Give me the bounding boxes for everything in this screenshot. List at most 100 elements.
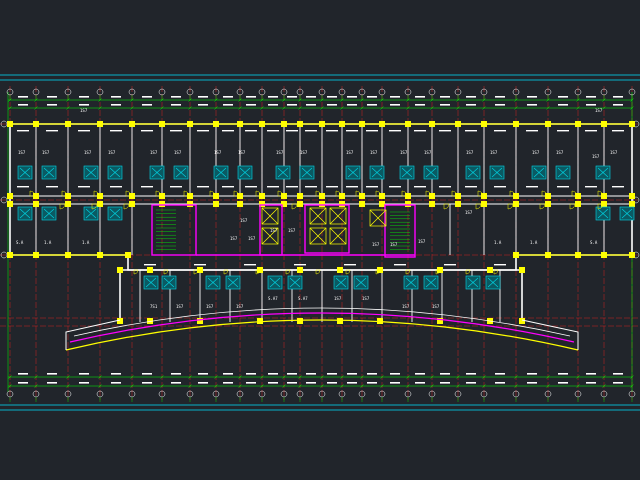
dimension-tick: [298, 384, 302, 388]
bath-pod-mark: [19, 208, 31, 219]
dimension-text: [170, 186, 182, 188]
bath-pod-mark: [335, 277, 347, 288]
dimension-text: [78, 186, 90, 188]
dimension-text: [440, 373, 450, 375]
dimension-text: [612, 186, 624, 188]
bath-pod-mark: [557, 167, 569, 178]
dimension-text: [347, 96, 357, 98]
column: [575, 193, 581, 199]
column: [281, 193, 287, 199]
door-swing: [597, 190, 604, 197]
column: [159, 193, 165, 199]
dimension-text: [141, 130, 153, 132]
door-swing: [405, 269, 411, 275]
dimension-tick: [298, 375, 302, 379]
bath-pod-mark: [277, 167, 289, 178]
column: [437, 318, 443, 324]
column: [213, 193, 219, 199]
bath-pod-mark: [85, 167, 97, 178]
door-swing: [435, 269, 441, 275]
door-swing: [155, 190, 162, 197]
dimension-tick: [602, 384, 606, 388]
dimension-tick: [320, 106, 324, 110]
dimension-tick: [514, 375, 518, 379]
column: [237, 121, 243, 127]
dimension-tick: [130, 384, 134, 388]
room-label: 1S7: [42, 150, 50, 155]
column: [337, 318, 343, 324]
room-label: 1S7: [270, 228, 278, 233]
column: [125, 252, 131, 258]
bath-pod-mark: [425, 277, 437, 288]
column: [129, 121, 135, 127]
dimension-text: [613, 382, 623, 384]
elevator-cross: [261, 207, 279, 225]
dimension-text: [495, 382, 505, 384]
dimension-tick: [380, 106, 384, 110]
column: [33, 252, 39, 258]
dimension-tick: [98, 375, 102, 379]
dimension-text: [390, 96, 400, 98]
dimension-tick: [576, 106, 580, 110]
dimension-tick: [320, 384, 324, 388]
dimension-tick: [482, 106, 486, 110]
room-label: 1S7: [334, 296, 342, 301]
dimension-tick: [482, 384, 486, 388]
dimension-text: [268, 104, 278, 106]
room-label: 1S7: [610, 150, 618, 155]
column: [7, 252, 13, 258]
door-swing: [465, 269, 471, 275]
dimension-text: [245, 130, 257, 132]
bath-pod-mark: [207, 277, 219, 288]
room-label: 1S7: [390, 242, 398, 247]
dimension-tick: [160, 375, 164, 379]
dimension-text: [142, 373, 152, 375]
column: [97, 252, 103, 258]
dimension-text: [194, 264, 206, 266]
room-label: 1S7: [418, 239, 426, 244]
room-label: 1S7: [424, 150, 432, 155]
elevator-cross: [309, 227, 327, 245]
drawing-frame: [0, 74, 640, 411]
column: [359, 201, 365, 207]
dimension-text: [18, 104, 28, 106]
column: [281, 201, 287, 207]
door-swing: [451, 190, 458, 197]
dimension-tick: [282, 384, 286, 388]
bath-pod-mark: [533, 167, 545, 178]
room-label: 1S7: [176, 304, 184, 309]
dimension-tick: [380, 375, 384, 379]
room-label: 1S7: [300, 150, 308, 155]
column: [629, 193, 635, 199]
dimension-text: [47, 382, 57, 384]
door-swing: [183, 190, 190, 197]
dimension-text: [415, 382, 425, 384]
column: [65, 193, 71, 199]
room-label: 1S7: [276, 150, 284, 155]
bath-pod-mark: [487, 277, 499, 288]
column: [297, 193, 303, 199]
room-label: 1S7: [402, 304, 410, 309]
dimension-text: [347, 373, 357, 375]
column: [405, 201, 411, 207]
column: [545, 201, 551, 207]
dimension-text: [287, 382, 297, 384]
dimension-text: [439, 130, 451, 132]
door-swing: [425, 190, 432, 197]
dimension-text: [586, 382, 596, 384]
bath-pod-mark: [371, 167, 383, 178]
bath-pod-mark: [145, 277, 157, 288]
dimension-text: [246, 96, 256, 98]
door-swing: [285, 269, 291, 275]
door-swing: [61, 190, 68, 197]
dimension-text: [414, 130, 426, 132]
dimension-text: [465, 130, 477, 132]
column: [359, 193, 365, 199]
room-label: 1S7: [432, 304, 440, 309]
column: [213, 201, 219, 207]
dimension-text: [171, 382, 181, 384]
column: [117, 267, 123, 273]
dimension-text: [111, 104, 121, 106]
